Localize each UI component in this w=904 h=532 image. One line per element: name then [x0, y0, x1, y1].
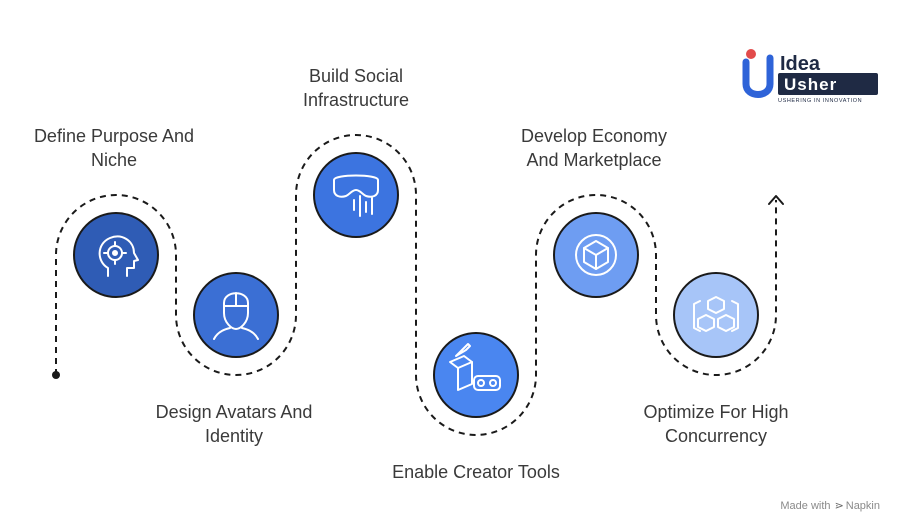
- made-with-napkin-footer: Made with⋗Napkin: [780, 499, 880, 512]
- avatar-icon: [213, 292, 259, 340]
- target-head-icon: [98, 235, 139, 277]
- logo-u-mark: [742, 54, 774, 98]
- logo-word-usher: Usher: [784, 75, 837, 94]
- creator-tools-icon: [449, 343, 501, 391]
- step-1-node: [73, 212, 159, 298]
- cube-market-icon: [575, 234, 617, 276]
- step-5-node: [553, 212, 639, 298]
- logo-word-idea: Idea: [780, 53, 821, 75]
- napkin-icon: ⋗: [834, 500, 844, 512]
- logo-tagline: USHERING IN INNOVATION: [778, 98, 862, 104]
- step-2-node: [193, 272, 279, 358]
- start-dot: [52, 371, 60, 379]
- step-4-node: [433, 332, 519, 418]
- footer-prefix: Made with: [780, 500, 831, 512]
- step-4-label: Enable Creator Tools: [392, 462, 560, 482]
- idea-usher-logo: Idea Usher USHERING IN INNOVATION: [740, 46, 885, 104]
- logo-usher-box: [778, 73, 878, 95]
- logo-dot: [746, 49, 756, 59]
- network-cubes-icon: [693, 296, 739, 332]
- roadmap-path: [55, 134, 777, 436]
- footer-brand: Napkin: [845, 500, 880, 512]
- vr-headset-icon: [333, 174, 379, 217]
- step-6-node: [673, 272, 759, 358]
- step-3-node: [313, 152, 399, 238]
- end-arrow: [768, 195, 784, 205]
